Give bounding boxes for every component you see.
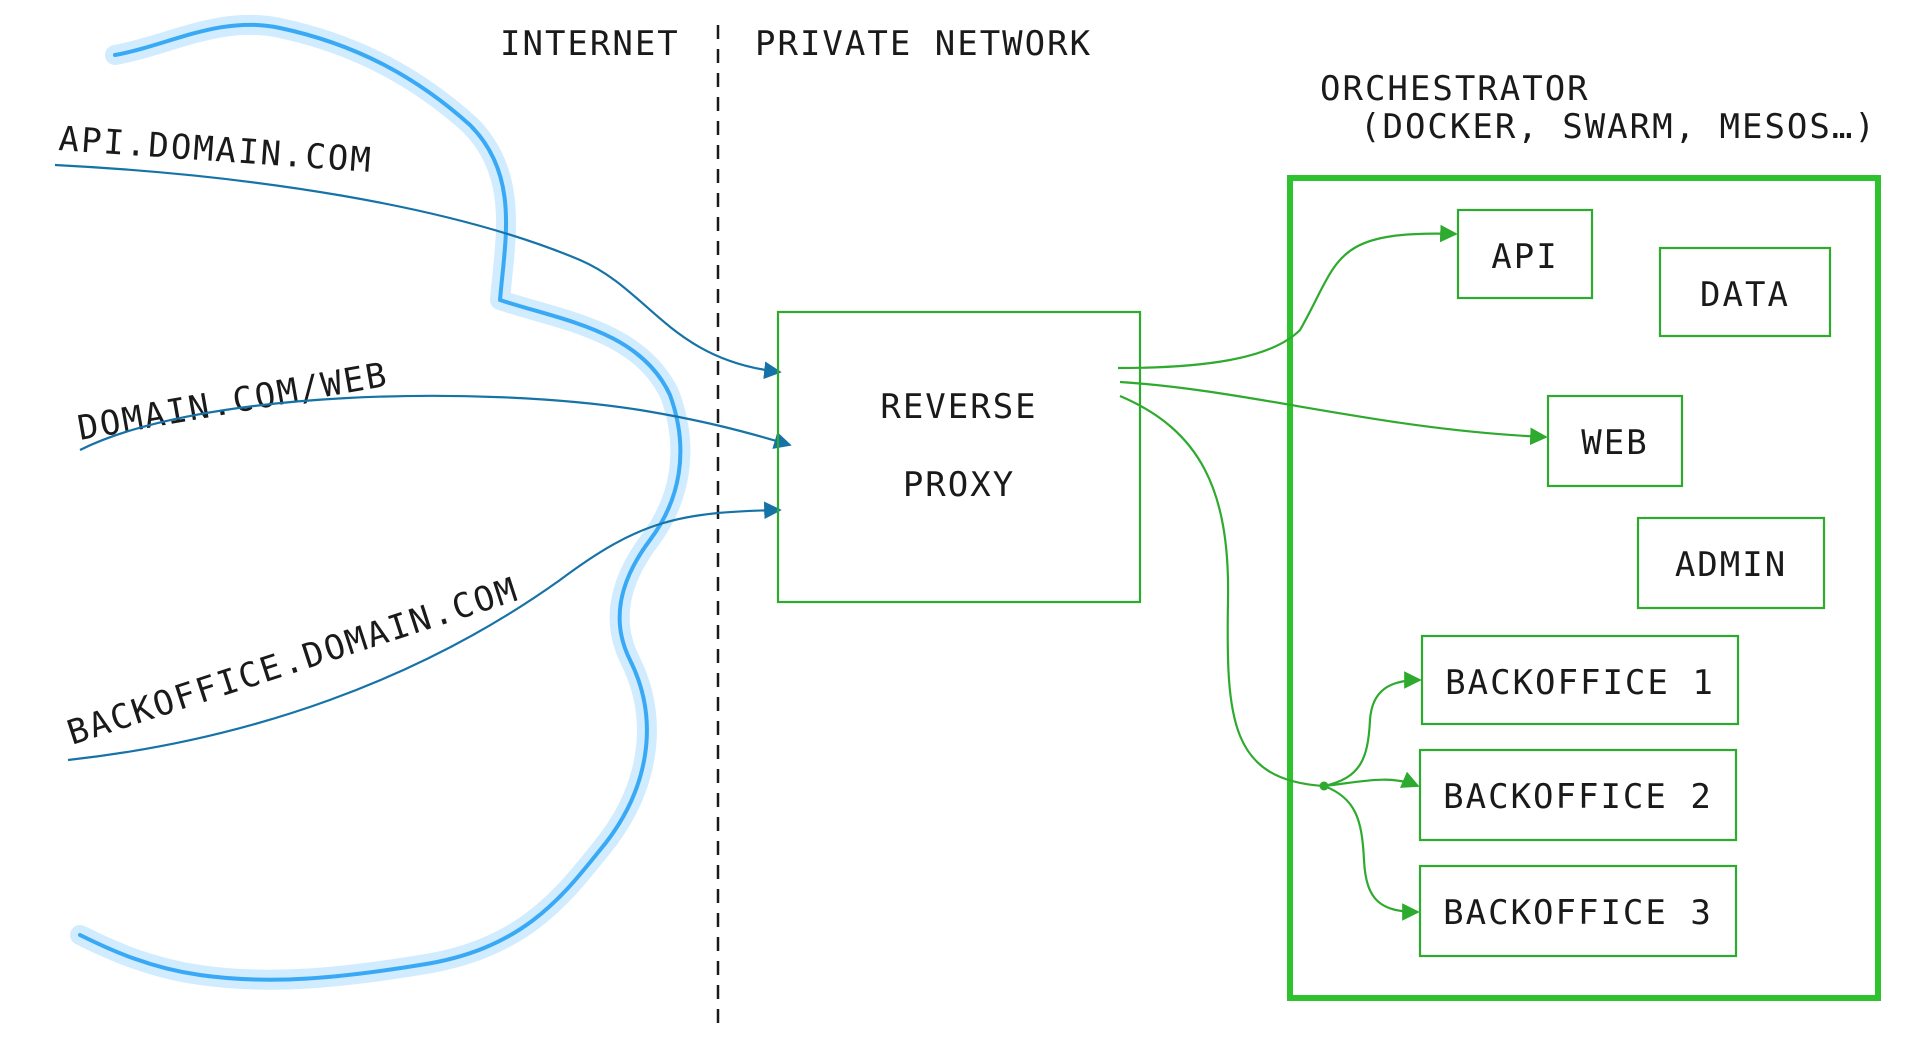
- service-label-backoffice-2: BACKOFFICE 2: [1443, 777, 1713, 817]
- service-label-data: DATA: [1700, 275, 1790, 315]
- service-box-data: DATA: [1658, 246, 1832, 338]
- service-label-backoffice-3: BACKOFFICE 3: [1443, 893, 1713, 933]
- service-label-web: WEB: [1581, 423, 1648, 463]
- route-split-to-backoffice-1: [1323, 671, 1422, 788]
- service-box-backoffice-2: BACKOFFICE 2: [1418, 748, 1738, 842]
- zone-label-private-network: PRIVATE NETWORK: [755, 24, 1092, 64]
- domain-label-api: API.DOMAIN.COM: [57, 119, 374, 181]
- service-box-backoffice-1: BACKOFFICE 1: [1420, 634, 1740, 726]
- zone-label-internet: INTERNET: [500, 24, 680, 64]
- route-web-domain-to-proxy: [79, 394, 792, 451]
- service-box-web: WEB: [1546, 394, 1684, 488]
- route-split-to-backoffice-3: [1323, 784, 1420, 921]
- reverse-proxy-label-line1: REVERSE: [880, 387, 1037, 427]
- service-box-api: API: [1456, 208, 1594, 300]
- route-split-to-backoffice-2: [1323, 771, 1420, 788]
- orchestrator-subtitle: (DOCKER, SWARM, MESOS…): [1360, 107, 1877, 147]
- service-box-backoffice-3: BACKOFFICE 3: [1418, 864, 1738, 958]
- route-proxy-to-backoffice: [1119, 394, 1325, 788]
- reverse-proxy-box: REVERSE PROXY: [776, 310, 1142, 604]
- domain-label-web: DOMAIN.COM/WEB: [75, 355, 392, 449]
- internet-cloud: [70, 14, 691, 990]
- orchestrator-title: ORCHESTRATOR: [1320, 69, 1590, 109]
- orchestrator-container: [1287, 175, 1881, 1001]
- route-proxy-to-web: [1119, 380, 1548, 446]
- domain-label-backoffice: BACKOFFICE.DOMAIN.COM: [62, 570, 523, 754]
- reverse-proxy-label-line2: PROXY: [903, 465, 1015, 505]
- service-box-admin: ADMIN: [1636, 516, 1826, 610]
- route-proxy-to-api: [1117, 224, 1458, 370]
- route-api-domain-to-proxy: [54, 163, 782, 380]
- service-label-api: API: [1491, 237, 1558, 277]
- route-backoffice-domain-to-proxy: [67, 501, 782, 762]
- service-label-backoffice-1: BACKOFFICE 1: [1445, 663, 1715, 703]
- service-label-admin: ADMIN: [1675, 545, 1787, 585]
